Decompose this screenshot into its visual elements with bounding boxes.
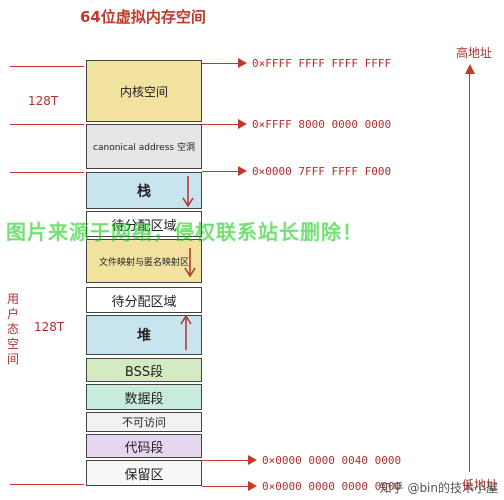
address-arrow-head [248,481,257,491]
segment-unallocated-top: 待分配区域 [86,211,202,237]
kernel-size-label: 128T [28,94,59,108]
address-arrow-line [202,124,238,125]
segment-unallocated-bottom: 待分配区域 [86,287,202,313]
segment-bss: BSS段 [86,358,202,382]
segment-data: 数据段 [86,384,202,410]
left-marker-line [10,484,84,485]
address-arrow-head [238,166,247,176]
watermark-text: 图片来源于网络，侵权联系站长删除！ [6,220,363,244]
segment-stack: 栈 [86,172,202,209]
low-address-label: 低地址 [462,478,499,492]
segment-inaccessible: 不可访问 [86,412,202,432]
growth-arrows [180,176,196,350]
address-arrow-line [202,171,238,172]
high-address-label: 高地址 [456,46,493,60]
address-kernel-start: 0×FFFF 8000 0000 0000 [252,118,392,131]
segment-canonical-hole: canonical address 空洞 [86,124,202,169]
left-marker-line [10,124,84,125]
address-arrow-head [248,455,257,465]
segment-mmap-region: 文件映射与匿名映射区 [86,239,202,283]
address-user-top: 0×0000 7FFF FFFF F000 [252,165,392,178]
diagram-title: 64位虚拟内存空间 [80,8,206,26]
address-arrow-line [202,460,248,461]
address-arrow-head [238,119,247,129]
user-space-vertical-label: 用 户 态 空 间 [6,292,19,366]
segment-text: 代码段 [86,434,202,458]
address-arrow-line [202,486,248,487]
segment-kernel-space: 内核空间 [86,60,202,122]
footer-credit: 知乎 @bin的技术小屋 [379,481,498,495]
address-arrow-head [238,58,247,68]
address-axis-arrow-head [465,64,475,74]
address-arrow-line [202,63,238,64]
address-axis-line [469,72,470,472]
address-bottom: 0×0000 0000 0000 0000 [262,480,402,493]
user-size-label: 128T [34,320,65,334]
segment-reserved: 保留区 [86,460,202,486]
address-top: 0×FFFF FFFF FFFF FFFF [252,57,392,70]
address-text-start: 0×0000 0000 0040 0000 [262,454,402,467]
left-marker-line [10,172,84,173]
left-marker-line [10,66,84,67]
